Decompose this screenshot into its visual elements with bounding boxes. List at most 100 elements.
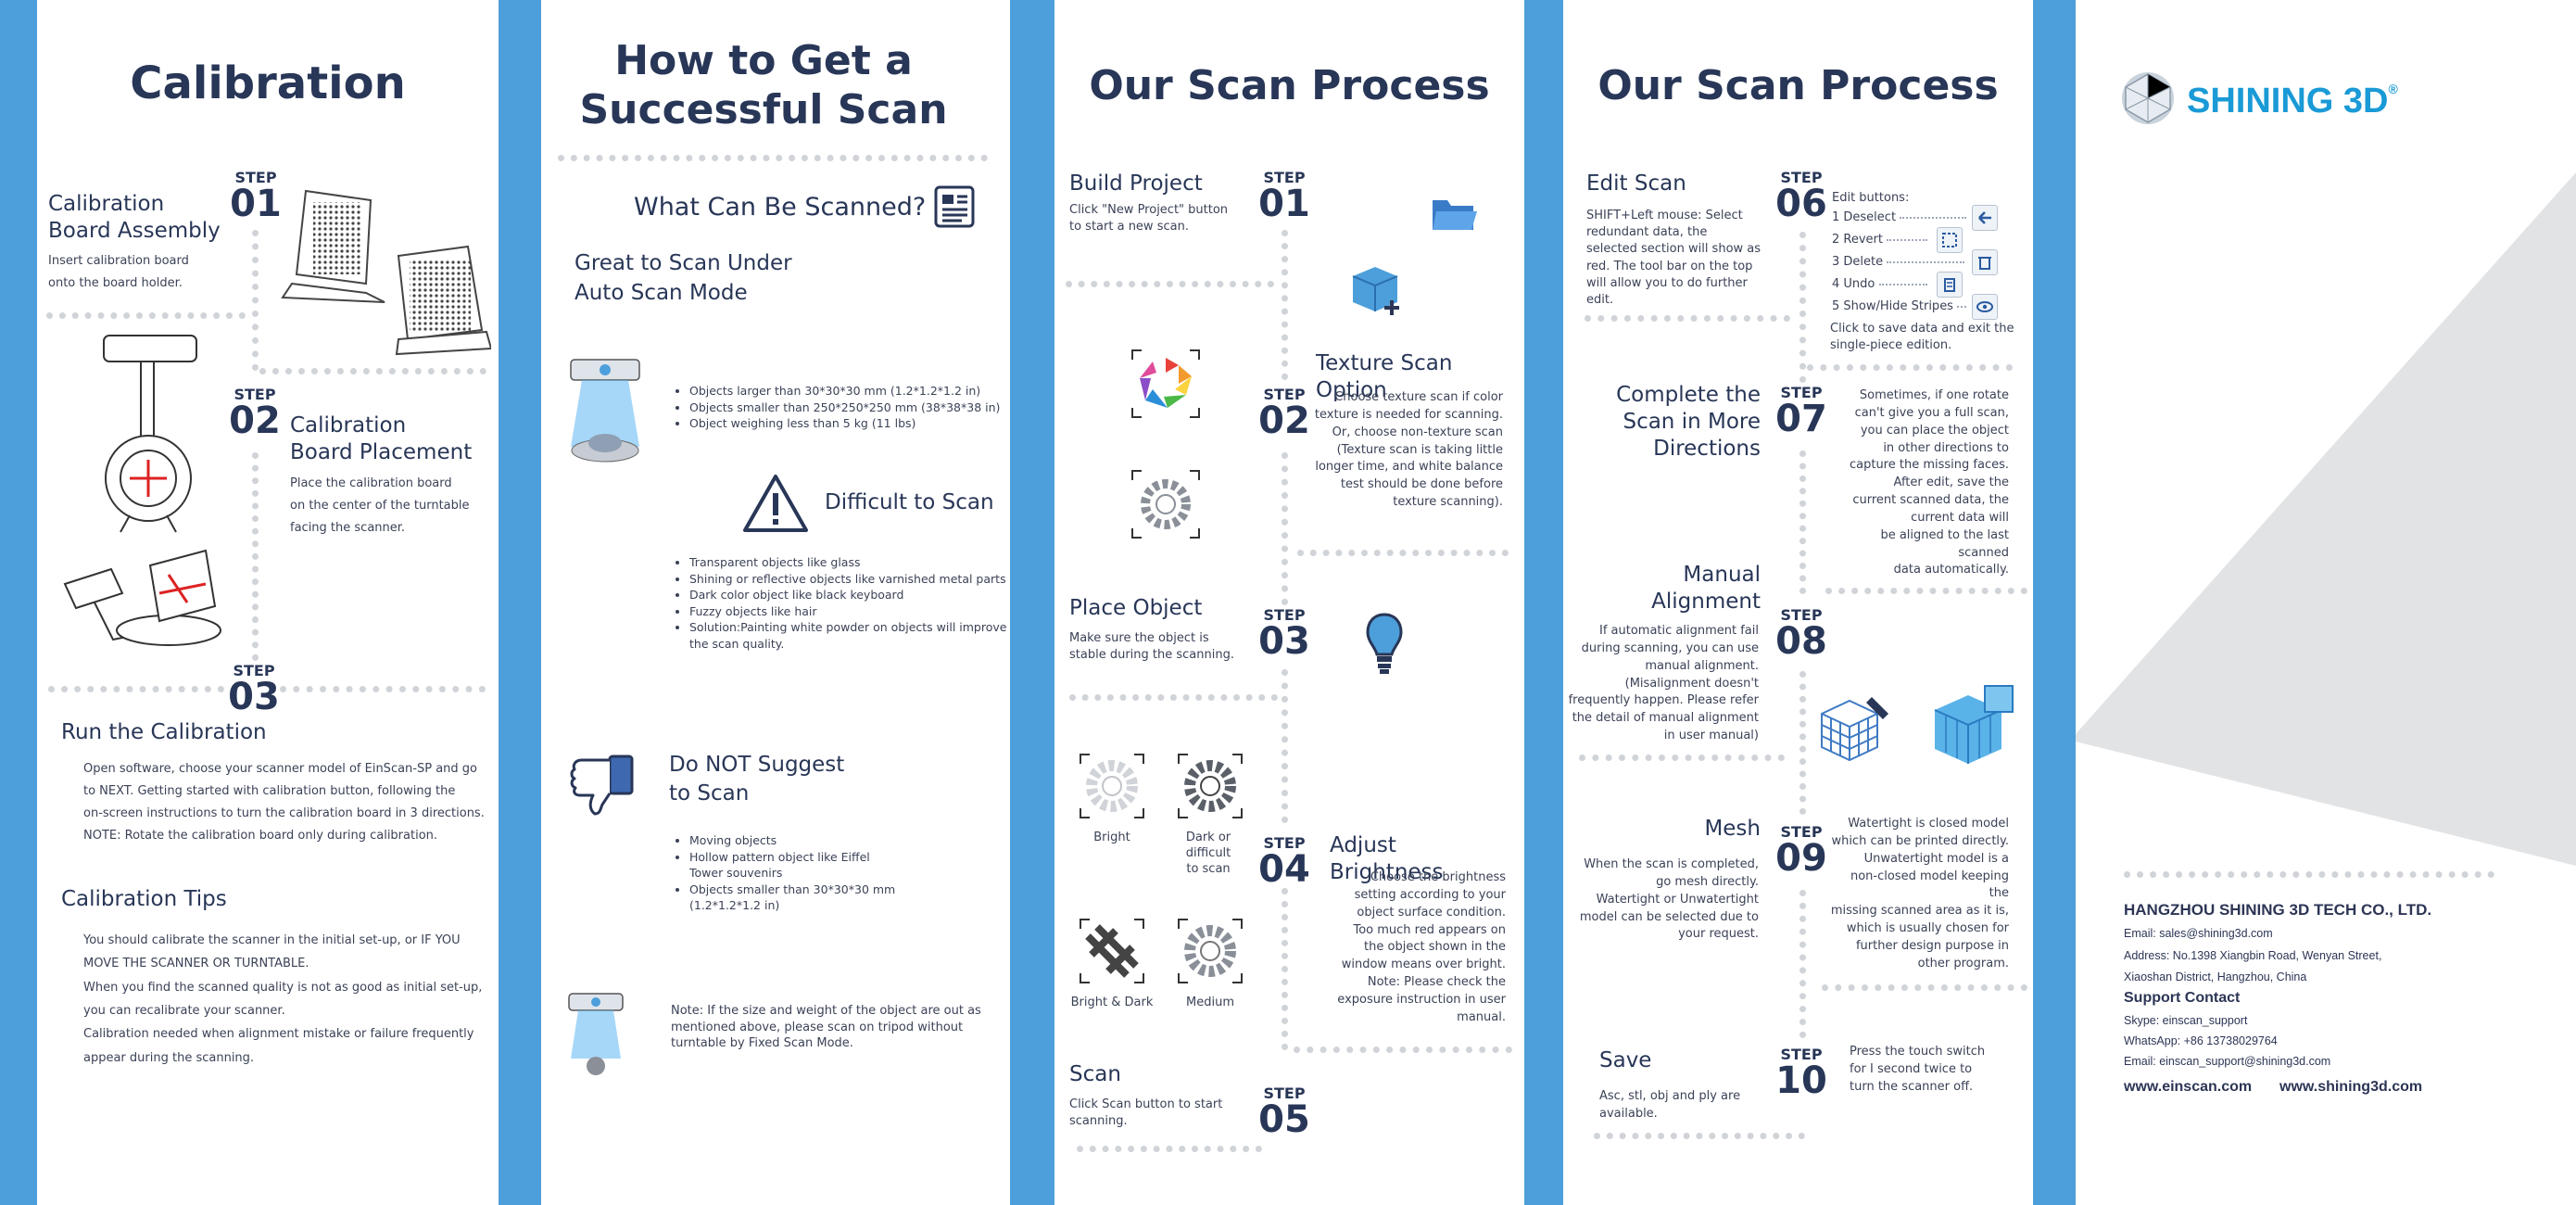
- brightness-dark-caption: Dark or difficult to scan: [1185, 831, 1231, 876]
- step-label: STEP: [233, 662, 275, 679]
- step-label: STEP: [1780, 384, 1823, 401]
- heading-line: Auto Scan Mode: [575, 281, 748, 306]
- edit-button-delete-row: 3 Delete: [1832, 256, 1965, 268]
- divider: [558, 155, 988, 161]
- text-line: selected section will show as: [1586, 242, 1762, 257]
- list-item: Object weighing less than 5 kg (11 lbs): [689, 415, 1043, 432]
- text-line: Or, choose non-texture scan: [1332, 425, 1503, 439]
- list-item: Moving objects: [689, 832, 904, 849]
- divider: [280, 686, 486, 692]
- step-label: STEP: [1780, 1046, 1823, 1063]
- step-label: STEP: [1780, 823, 1823, 841]
- title-line: How to Get a: [614, 37, 913, 84]
- text-line: your request.: [1678, 927, 1759, 942]
- divider: [46, 312, 246, 319]
- step-number: 08: [1775, 620, 1827, 663]
- scan-process-title-2: Our Scan Process: [1597, 62, 1999, 109]
- divider: [1799, 890, 1806, 1038]
- text-line: for I second twice to: [1850, 1061, 1973, 1076]
- text-line: the detail of manual alignment: [1572, 711, 1759, 726]
- list-item: Objects larger than 30*30*30 mm (1.2*1.2…: [689, 383, 1043, 400]
- text-line: single-piece edition.: [1830, 338, 1952, 353]
- text-line: edit.: [1586, 292, 1614, 307]
- brightness-medium-icon: [1178, 919, 1243, 983]
- brightness-dark-icon: [1178, 754, 1243, 818]
- edit-button-undo-row: 4 Undo: [1832, 278, 1927, 290]
- step09-heading: Mesh: [1704, 817, 1761, 841]
- scanner-auto-mode-illustration: [570, 359, 640, 463]
- show-hide-stripes-button[interactable]: [1972, 294, 1998, 320]
- scan-process-title: Our Scan Process: [1089, 62, 1490, 109]
- step01-heading: Calibration Board Assembly: [48, 192, 221, 243]
- support-contact-heading: Support Contact: [2124, 990, 2241, 1006]
- text-line: SHIFT+Left mouse: Select: [1586, 209, 1743, 222]
- text-line: which can be printed directly.: [1831, 833, 2009, 848]
- edit-button-revert-row: 2 Revert: [1832, 234, 1928, 246]
- text-line: data automatically.: [1893, 563, 2009, 577]
- panel-band-2: [499, 0, 541, 1205]
- text-line: When the scan is completed,: [1584, 857, 1759, 871]
- text-line: capture the missing faces.: [1849, 458, 2009, 473]
- calibration-title: Calibration: [130, 57, 406, 109]
- website-einscan-link[interactable]: www.einscan.com: [2124, 1079, 2253, 1095]
- step03-text: Open software, choose your scanner model…: [83, 758, 491, 847]
- text-line: Asc, stl, obj and ply are: [1599, 1089, 1741, 1103]
- logo-wordmark: SHINING 3D: [2187, 82, 2389, 120]
- text-line: current scanned data, the: [1852, 493, 2009, 508]
- deselect-button[interactable]: [1972, 205, 1998, 231]
- text-line: MOVE THE SCANNER OR TURNTABLE.: [83, 957, 309, 971]
- text-line: be aligned to the last scanned: [1880, 527, 2009, 560]
- divider: [1822, 984, 2027, 991]
- text-line: to start a new scan.: [1069, 220, 1189, 235]
- shining3d-logo-text: SHINING 3D®: [2187, 82, 2398, 121]
- edit-button-show-hide-row: 5 Show/Hide Stripes: [1832, 299, 1967, 313]
- step-label: STEP: [234, 169, 277, 186]
- delete-button[interactable]: [1972, 249, 1998, 275]
- step06-heading: Edit Scan: [1586, 171, 1686, 196]
- text-line: longer time, and white balance: [1315, 460, 1503, 475]
- step-number: 02: [229, 400, 281, 442]
- undo-button[interactable]: [1937, 272, 1963, 298]
- step-label: STEP: [1263, 169, 1306, 186]
- company-address: Address: No.1398 Xiangbin Road, Wenyan S…: [2124, 945, 2381, 988]
- list-item: Fuzzy objects like hair: [689, 603, 1025, 620]
- text-line: on the center of the turntable: [290, 499, 470, 514]
- scanner-tripod-illustration: [568, 993, 624, 1075]
- successful-scan-title: How to Get a Successful Scan: [541, 37, 986, 135]
- text-line: Calibration needed when alignment mistak…: [83, 1027, 474, 1042]
- text-line: Too much red appears on: [1353, 922, 1506, 937]
- back-cover-chevron: [2076, 172, 2576, 866]
- text-line: NOTE: Rotate the calibration board only …: [83, 829, 438, 844]
- edit-button-label: 5 Show/Hide Stripes: [1832, 299, 1953, 313]
- heading-line: Do NOT Suggest: [669, 753, 845, 777]
- do-not-suggest-list: Moving objects Hollow pattern object lik…: [673, 832, 904, 914]
- text-line: Insert calibration board: [48, 254, 189, 268]
- step05-heading: Scan: [1069, 1062, 1121, 1086]
- step-number: 06: [1775, 183, 1827, 225]
- text-line: missing scanned area as it is,: [1830, 904, 2009, 919]
- divider: [1282, 888, 1288, 1050]
- step03-heading: Place Object: [1069, 596, 1203, 620]
- brightness-bright-dark-icon: [1080, 919, 1144, 983]
- panel-band-5: [2033, 0, 2076, 1205]
- website-shining3d-link[interactable]: www.shining3d.com: [2279, 1079, 2423, 1095]
- brightness-bright-icon: [1080, 754, 1144, 818]
- light-bulb-icon: [1366, 613, 1403, 674]
- text-line: scanning.: [1069, 1114, 1128, 1129]
- text-line: Open software, choose your scanner model…: [83, 762, 478, 776]
- text-line: in user manual): [1663, 729, 1759, 743]
- step07-heading: Complete the Scan in More Directions: [1586, 382, 1761, 462]
- text-line: You should calibrate the scanner in the …: [83, 933, 461, 947]
- step02-heading: Texture Scan Option: [1316, 351, 1453, 402]
- revert-button[interactable]: [1937, 227, 1963, 253]
- step03-heading: Run the Calibration: [61, 720, 267, 744]
